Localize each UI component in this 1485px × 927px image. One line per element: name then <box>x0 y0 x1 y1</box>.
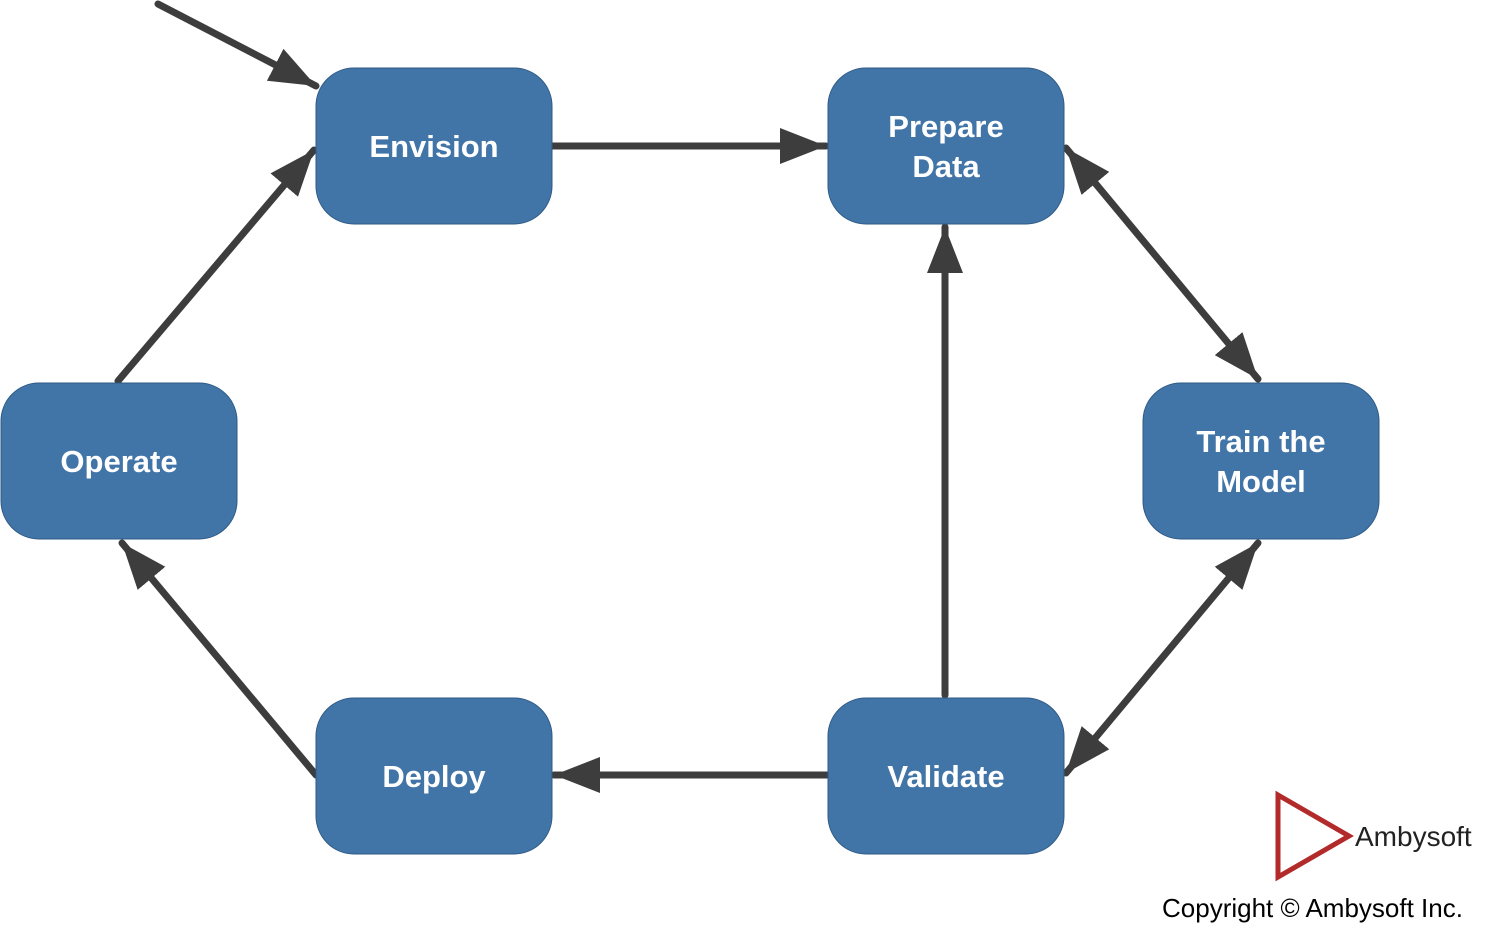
play-triangle-icon <box>1275 790 1354 882</box>
node-label-envision-line-1: Envision <box>369 129 498 164</box>
node-label-train-model-line-1: Train the <box>1196 424 1325 459</box>
node-box-validate <box>827 697 1065 855</box>
arrow-deploy-to-operate <box>118 539 320 779</box>
logo-name: Ambysoft <box>1355 821 1472 852</box>
arrow-train-model-to-validate <box>1062 539 1262 777</box>
node-box-envision <box>315 67 553 225</box>
arrow-operate-to-envision <box>114 146 318 385</box>
node-box-prepare-data <box>827 67 1065 225</box>
copyright-text: Copyright © Ambysoft Inc. <box>1162 893 1463 923</box>
node-label-validate-line-1: Validate <box>887 759 1004 794</box>
node-label-prepare-data-line-2: Data <box>912 149 980 184</box>
node-deploy: Deploy <box>315 697 553 855</box>
node-envision: Envision <box>315 67 553 225</box>
node-box-train-model <box>1142 382 1380 540</box>
node-label-prepare-data-line-1: Prepare <box>888 109 1003 144</box>
node-label-deploy-line-1: Deploy <box>382 759 486 794</box>
arrow-prepare-data-to-train-model <box>1062 144 1262 383</box>
edges-layer <box>114 0 1262 793</box>
node-box-deploy <box>315 697 553 855</box>
node-validate: Validate <box>827 697 1065 855</box>
node-operate: Operate <box>0 382 238 540</box>
node-box-operate <box>0 382 238 540</box>
node-label-operate-line-1: Operate <box>60 444 177 479</box>
arrow-start-to-envision <box>154 0 320 90</box>
ambysoft-logo: Ambysoft <box>1275 790 1472 882</box>
node-label-train-model-line-2: Model <box>1216 464 1306 499</box>
